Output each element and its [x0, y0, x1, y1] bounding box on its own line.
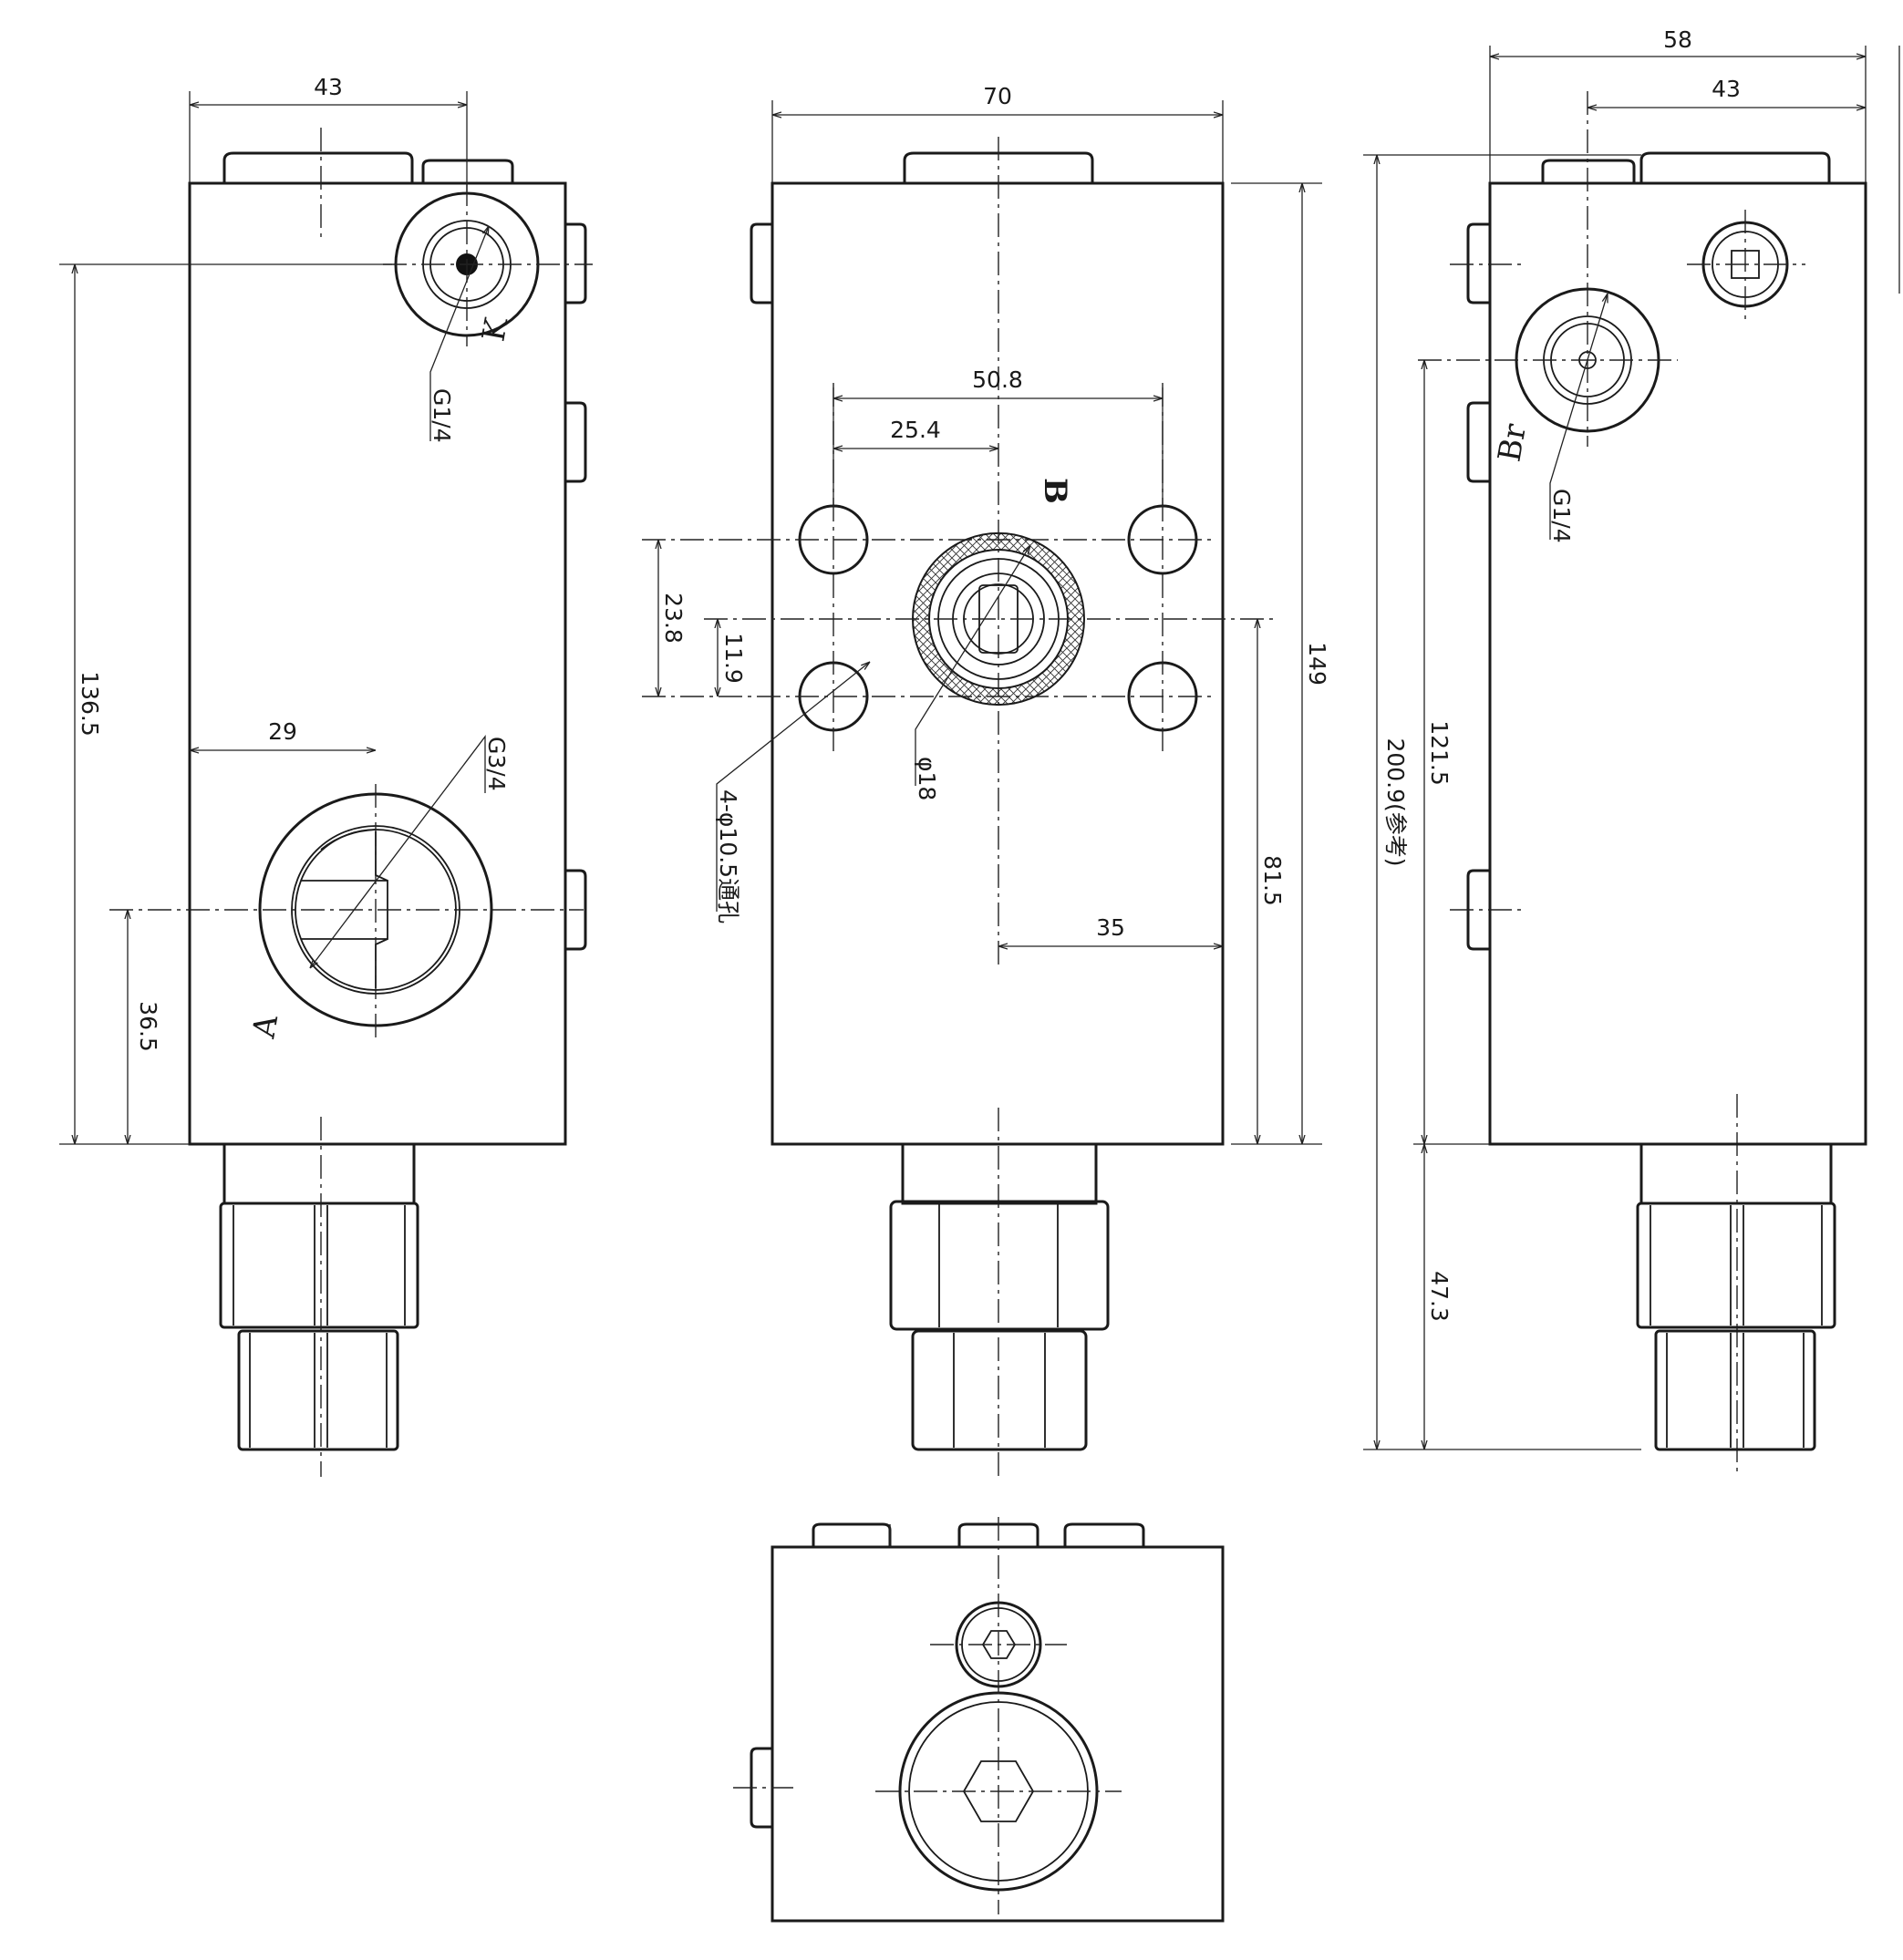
front-bore-dia: φ18 [914, 757, 940, 800]
left-side-plug-3 [565, 869, 587, 951]
right-port-label-br: Br [1491, 420, 1534, 464]
front-fitting-hex-large [889, 1200, 1110, 1331]
right-dim-121-5: 121.5 [1426, 720, 1453, 786]
front-side-plug-1 [750, 222, 772, 304]
front-fitting-collar [901, 1142, 1098, 1205]
right-dim-47-3: 47.3 [1426, 1271, 1453, 1322]
right-side-plug-1 [1466, 222, 1490, 304]
right-side-view: 58 43 200.9(参考) 121.5 47.3 G1/4 Br [1363, 26, 1867, 1477]
front-dim-81-5: 81.5 [1259, 855, 1286, 906]
left-top-plug-small [421, 159, 514, 183]
right-dim-43: 43 [1712, 76, 1741, 102]
front-port-label-b: B [1037, 478, 1073, 504]
front-dim-23-8: 23.8 [660, 593, 687, 644]
right-fitting-hex-large [1636, 1202, 1836, 1329]
left-dim-36-5: 36.5 [135, 1001, 161, 1052]
left-port-label-k: K [475, 315, 515, 345]
right-dim-58: 58 [1663, 26, 1692, 53]
front-fitting-hex-small [911, 1329, 1088, 1451]
left-thread-k: G1/4 [429, 388, 455, 443]
left-fitting-collar [222, 1142, 416, 1205]
front-dim-70: 70 [983, 83, 1012, 109]
front-dim-35: 35 [1096, 914, 1125, 941]
left-thread-a: G3/4 [483, 737, 510, 791]
left-side-plug-2 [565, 401, 587, 483]
front-dim-149: 149 [1304, 642, 1330, 686]
front-view: 70 50.8 25.4 23.8 11.9 149 81.5 35 φ18 4… [642, 83, 1330, 1477]
bottom-body [771, 1545, 1225, 1923]
front-dim-25-4: 25.4 [890, 417, 941, 443]
right-top-plug-small [1541, 159, 1636, 183]
right-dim-200-9: 200.9(参考) [1382, 738, 1409, 866]
right-thread-br: G1/4 [1548, 489, 1575, 543]
left-top-plug-large [222, 151, 414, 183]
left-side-view: 43 136.5 29 36.5 G1/4 G3/4 K A [59, 74, 593, 1477]
right-fitting-collar [1639, 1142, 1833, 1205]
right-side-plug-2 [1466, 401, 1490, 483]
left-fitting-hex-small [237, 1329, 399, 1451]
front-top-plug [903, 151, 1094, 183]
bottom-top-plug-3 [1063, 1522, 1145, 1547]
right-fitting-hex-small [1654, 1329, 1816, 1451]
left-dim-43: 43 [314, 74, 343, 100]
left-port-label-a: A [245, 1012, 285, 1042]
left-fitting-hex-large [219, 1202, 419, 1329]
bottom-view [733, 1517, 1225, 1923]
right-body [1488, 181, 1867, 1146]
right-top-plug-large [1639, 151, 1831, 183]
front-dim-50-8: 50.8 [972, 366, 1023, 393]
bottom-top-plug-1 [812, 1522, 892, 1547]
left-side-plug-1 [565, 222, 587, 304]
left-dim-29: 29 [268, 718, 297, 745]
front-dim-11-9: 11.9 [720, 633, 747, 684]
front-holes-note: 4-φ10.5通孔 [715, 789, 741, 923]
left-dim-136-5: 136.5 [77, 671, 103, 737]
